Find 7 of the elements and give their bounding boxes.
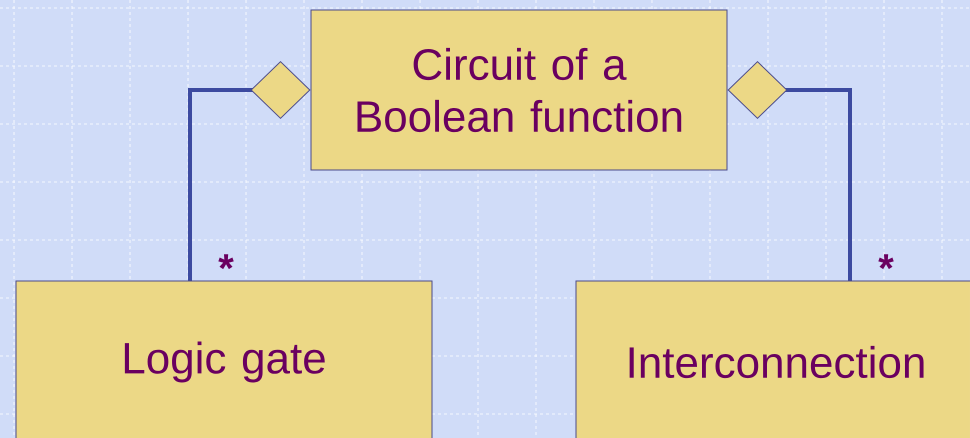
aggregation-line	[728, 61, 852, 280]
multiplicity-label: *	[218, 254, 234, 270]
class-box: Interconnection	[576, 280, 970, 438]
class-box: Logic gate	[16, 280, 432, 438]
aggregation-line	[188, 61, 310, 280]
class-box: Circuit of a Boolean function	[310, 10, 728, 170]
multiplicity-label: *	[878, 254, 894, 270]
